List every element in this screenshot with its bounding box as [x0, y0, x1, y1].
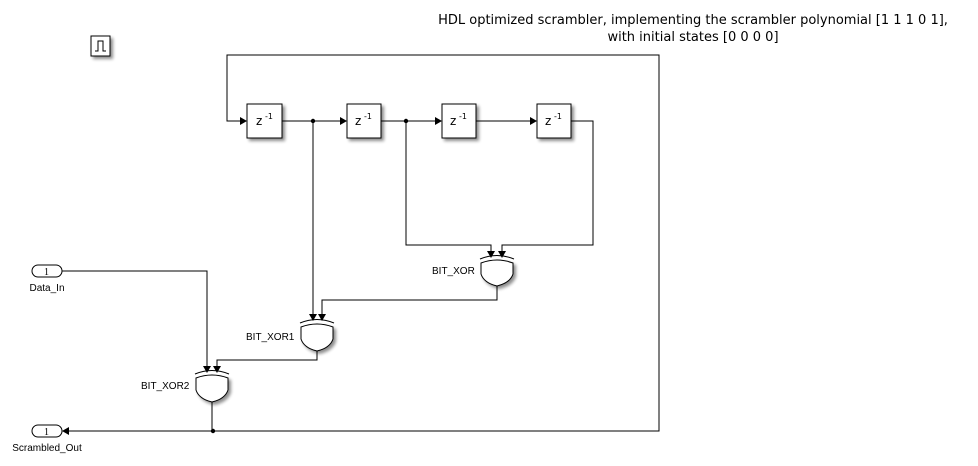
inport-data-in[interactable]: 1 Data_In — [29, 264, 65, 294]
arrowheads — [62, 117, 537, 435]
delay-exponent: -1 — [364, 112, 372, 121]
scrambler-annotation: HDL optimized scrambler, implementing th… — [404, 12, 978, 46]
outport-scrambled-out[interactable]: 1 Scrambled_Out — [12, 424, 82, 454]
unit-delay-2[interactable]: z -1 — [346, 103, 382, 139]
delay-exponent: -1 — [459, 112, 467, 121]
xor-gate-bit-xor2[interactable]: BIT_XOR2 — [141, 370, 230, 403]
delay-z: z — [355, 114, 361, 128]
delay-exponent: -1 — [265, 112, 273, 121]
delay-z: z — [545, 114, 551, 128]
xor-label: BIT_XOR2 — [141, 381, 190, 392]
delay4-out-line — [501, 120, 594, 253]
xor2-out-line — [68, 401, 213, 432]
xor-gate-bit-xor1[interactable]: BIT_XOR1 — [246, 319, 335, 352]
junction-dots — [210, 118, 409, 434]
port-label: Scrambled_Out — [12, 443, 82, 454]
annotation-line-1: HDL optimized scrambler, implementing th… — [438, 13, 948, 28]
port-number: 1 — [44, 427, 49, 438]
delay-exponent: -1 — [554, 112, 562, 121]
delay-z: z — [450, 114, 456, 128]
xor1-to-xor2-line — [216, 350, 318, 368]
pulse-waveform-icon[interactable] — [90, 35, 111, 57]
port-label: Data_In — [29, 283, 64, 294]
delay2-tap-line — [405, 121, 492, 253]
unit-delay-3[interactable]: z -1 — [441, 103, 477, 139]
unit-delay-1[interactable]: z -1 — [246, 103, 283, 139]
xor-label: BIT_XOR — [432, 266, 475, 277]
delay-z: z — [256, 114, 262, 128]
port-number: 1 — [44, 267, 49, 278]
xor-gate-bit-xor[interactable]: BIT_XOR — [432, 255, 515, 287]
unit-delay-4[interactable]: z -1 — [536, 103, 572, 139]
xor-to-xor1-line — [321, 285, 498, 316]
xor-label: BIT_XOR1 — [246, 332, 295, 343]
data-in-line — [62, 270, 208, 368]
feedback-line — [213, 54, 660, 432]
annotation-line-2: with initial states [0 0 0 0] — [607, 30, 779, 45]
